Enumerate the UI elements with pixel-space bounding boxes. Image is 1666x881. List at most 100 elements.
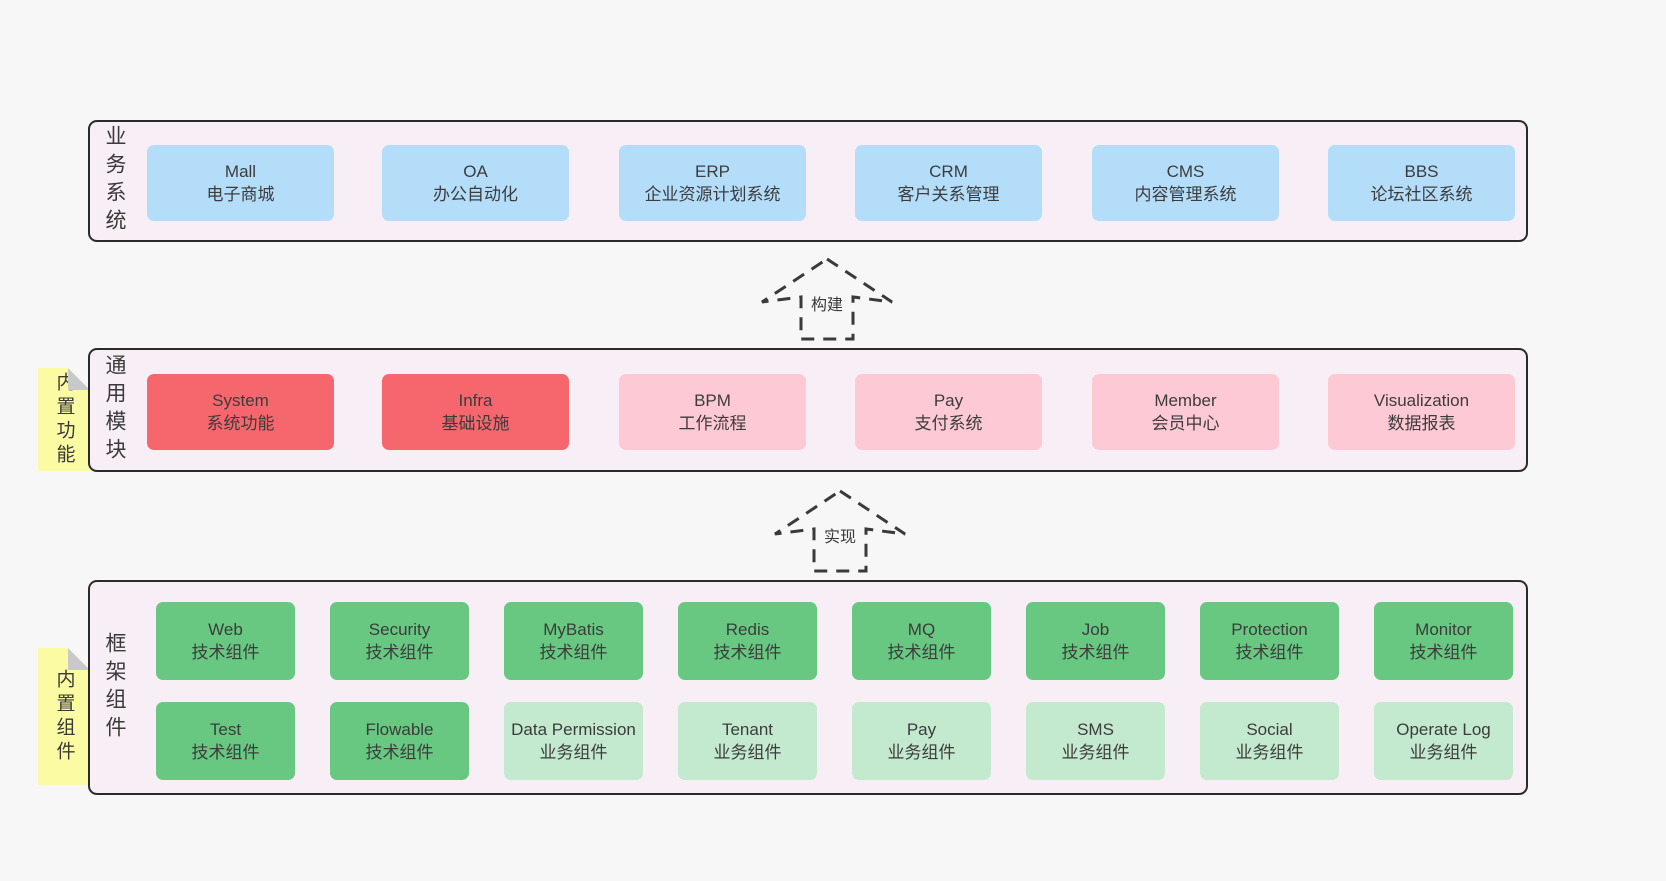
builtin-features-note-label: 内置功能 [53, 371, 75, 468]
box-erp: ERP 企业资源计划系统 [619, 145, 806, 221]
box-visualization: Visualization 数据报表 [1328, 374, 1515, 450]
box-title: Pay [933, 390, 964, 410]
box-title: Social [1246, 719, 1293, 739]
box-title: CRM [929, 161, 968, 181]
box-mall: Mall 电子商城 [147, 145, 334, 221]
common-modules-label: 通用模块 [103, 354, 126, 466]
box-bpm: BPM 工作流程 [619, 374, 806, 450]
box-title: SMS [1077, 719, 1114, 739]
business-layer-label: 业务系统 [103, 125, 126, 237]
box-title: Protection [1231, 619, 1308, 639]
builtin-features-note: 内置功能 [38, 368, 90, 471]
box-subtitle: 业务组件 [1409, 743, 1478, 762]
box-operate-log: Operate Log 业务组件 [1374, 702, 1513, 780]
box-social: Social 业务组件 [1200, 702, 1339, 780]
box-security: Security 技术组件 [330, 602, 469, 680]
box-title: Mall [224, 161, 257, 181]
framework-components-panel: 框架组件 Web 技术组件 Security 技术组件 MyBatis 技术组件… [88, 580, 1528, 795]
box-subtitle: 工作流程 [678, 414, 747, 433]
box-job: Job 技术组件 [1026, 602, 1165, 680]
box-title: BPM [694, 390, 731, 410]
framework-components-label: 框架组件 [103, 631, 126, 744]
box-monitor: Monitor 技术组件 [1374, 602, 1513, 680]
common-modules-panel: 通用模块 System 系统功能 Infra 基础设施 BPM 工作流程 Pay… [88, 348, 1528, 472]
box-test: Test 技术组件 [156, 702, 295, 780]
box-title: Data Permission [511, 719, 636, 739]
builtin-components-note-label: 内置组件 [53, 668, 75, 765]
builtin-components-note: 内置组件 [38, 648, 90, 785]
box-title: Member [1154, 390, 1217, 410]
box-title: Infra [458, 390, 493, 410]
box-subtitle: 内容管理系统 [1134, 185, 1237, 204]
build-arrow: 构建 [759, 256, 895, 342]
box-pay-module: Pay 支付系统 [855, 374, 1042, 450]
box-flowable: Flowable 技术组件 [330, 702, 469, 780]
box-subtitle: 企业资源计划系统 [644, 185, 781, 204]
box-web: Web 技术组件 [156, 602, 295, 680]
box-cms: CMS 内容管理系统 [1092, 145, 1279, 221]
box-subtitle: 业务组件 [539, 743, 608, 762]
box-protection: Protection 技术组件 [1200, 602, 1339, 680]
note-fold-corner-icon [68, 648, 90, 670]
box-data-permission: Data Permission 业务组件 [504, 702, 643, 780]
box-subtitle: 业务组件 [1235, 743, 1304, 762]
box-subtitle: 基础设施 [441, 414, 510, 433]
box-subtitle: 业务组件 [1061, 743, 1130, 762]
box-mq: MQ 技术组件 [852, 602, 991, 680]
box-subtitle: 技术组件 [365, 743, 434, 762]
box-member: Member 会员中心 [1092, 374, 1279, 450]
box-subtitle: 业务组件 [713, 743, 782, 762]
box-pay-component: Pay 业务组件 [852, 702, 991, 780]
box-subtitle: 技术组件 [713, 643, 782, 662]
box-title: Flowable [365, 719, 434, 739]
box-title: Test [209, 719, 242, 739]
box-subtitle: 支付系统 [914, 414, 983, 433]
box-subtitle: 业务组件 [887, 743, 956, 762]
box-subtitle: 会员中心 [1151, 414, 1220, 433]
implement-arrow: 实现 [772, 488, 908, 574]
box-title: CMS [1166, 161, 1205, 181]
implement-arrow-label: 实现 [820, 522, 860, 548]
box-title: ERP [695, 161, 730, 181]
box-infra: Infra 基础设施 [382, 374, 569, 450]
box-oa: OA 办公自动化 [382, 145, 569, 221]
box-subtitle: 办公自动化 [433, 185, 518, 204]
box-subtitle: 技术组件 [191, 743, 260, 762]
box-title: MyBatis [543, 619, 604, 639]
box-title: OA [463, 161, 488, 181]
box-subtitle: 客户关系管理 [897, 185, 1000, 204]
box-subtitle: 系统功能 [206, 414, 275, 433]
box-subtitle: 技术组件 [191, 643, 260, 662]
box-redis: Redis 技术组件 [678, 602, 817, 680]
box-subtitle: 技术组件 [1061, 643, 1130, 662]
box-subtitle: 数据报表 [1387, 414, 1456, 433]
box-title: Security [368, 619, 431, 639]
box-title: Monitor [1415, 619, 1472, 639]
box-title: Job [1081, 619, 1110, 639]
box-title: Operate Log [1396, 719, 1491, 739]
box-title: BBS [1404, 161, 1439, 181]
up-arrow-icon [761, 257, 893, 341]
box-system: System 系统功能 [147, 374, 334, 450]
box-subtitle: 技术组件 [1235, 643, 1304, 662]
box-subtitle: 论坛社区系统 [1370, 185, 1473, 204]
box-sms: SMS 业务组件 [1026, 702, 1165, 780]
box-bbs: BBS 论坛社区系统 [1328, 145, 1515, 221]
box-title: MQ [907, 619, 936, 639]
box-title: Redis [725, 619, 770, 639]
box-crm: CRM 客户关系管理 [855, 145, 1042, 221]
build-arrow-label: 构建 [807, 290, 847, 316]
box-subtitle: 技术组件 [365, 643, 434, 662]
business-layer-panel: 业务系统 Mall 电子商城 OA 办公自动化 ERP 企业资源计划系统 CRM… [88, 120, 1528, 242]
box-title: System [212, 390, 269, 410]
box-subtitle: 电子商城 [206, 185, 275, 204]
box-mybatis: MyBatis 技术组件 [504, 602, 643, 680]
box-subtitle: 技术组件 [539, 643, 608, 662]
box-tenant: Tenant 业务组件 [678, 702, 817, 780]
note-fold-corner-icon [68, 368, 90, 390]
box-title: Web [208, 619, 243, 639]
box-title: Tenant [721, 719, 774, 739]
up-arrow-icon [774, 489, 906, 573]
box-title: Visualization [1373, 390, 1470, 410]
